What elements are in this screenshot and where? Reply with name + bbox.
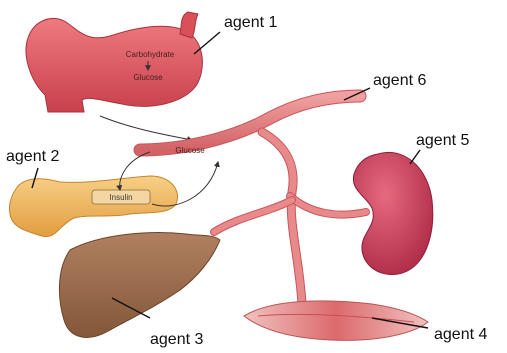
stomach-carbohydrate-text: Carbohydrate: [126, 50, 175, 59]
stomach: Carbohydrate Glucose: [26, 12, 202, 112]
muscle: [244, 301, 428, 340]
agent2-label: agent 2: [6, 148, 59, 165]
liver-vessel-fill: [214, 200, 292, 232]
agent5-leader-line: [410, 150, 420, 164]
agent5-label: agent 5: [416, 132, 469, 149]
liver: [59, 233, 220, 338]
stomach-to-blood-arrow: [100, 116, 192, 140]
agent1-label: agent 1: [224, 14, 277, 31]
kidney-vessel-fill: [290, 196, 366, 215]
stomach-body: [26, 19, 202, 112]
pancreas-body: [9, 176, 177, 237]
agent3-label: agent 3: [150, 331, 203, 348]
stomach-esophagus: [180, 12, 198, 38]
agent4-label: agent 4: [434, 326, 487, 343]
branch-vessel-down: [262, 132, 302, 305]
liver-body: [59, 233, 220, 338]
blood-glucose-text: Glucose: [175, 146, 205, 155]
stomach-glucose-text: Glucose: [133, 73, 163, 82]
pancreas: Insulin: [9, 176, 177, 237]
agent6-label: agent 6: [373, 72, 426, 89]
insulin-text: Insulin: [109, 193, 132, 202]
